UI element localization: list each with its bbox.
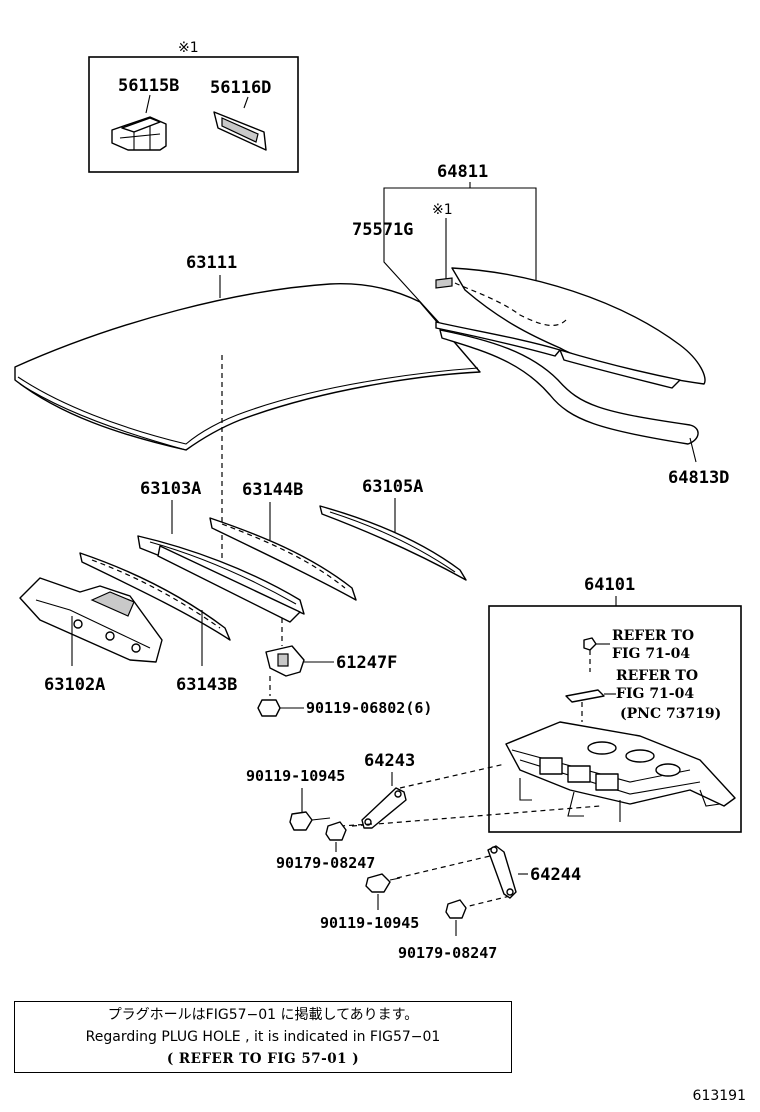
mark-label-glass: ※1 bbox=[432, 202, 453, 218]
ref-2-line-2: FIG 71-04 bbox=[616, 686, 694, 702]
label-56115b: 56115B bbox=[118, 76, 179, 96]
label-63105a: 63105A bbox=[362, 477, 423, 497]
bolt-90119-10945-a: 90119-10945 bbox=[246, 767, 345, 831]
nut-90179-08247-a: 90179-08247 bbox=[276, 821, 375, 872]
label-64811: 64811 bbox=[437, 162, 488, 182]
label-64243: 64243 bbox=[364, 751, 415, 771]
label-63144b: 63144B bbox=[242, 480, 303, 500]
bolt-90119-10945-b: 90119-10945 bbox=[320, 873, 419, 932]
label-63111: 63111 bbox=[186, 253, 237, 273]
label-64813d: 64813D bbox=[668, 468, 729, 488]
figure-number: 613191 bbox=[692, 1088, 746, 1104]
clip-refer-1 bbox=[583, 637, 610, 672]
note-japanese: プラグホールはFIG57−01 に掲載してあります。 bbox=[107, 1007, 419, 1023]
note-refer: ( REFER TO FIG 57-01 ) bbox=[166, 1051, 360, 1067]
ref-1-line-1: REFER TO bbox=[612, 628, 694, 644]
label-90119-06802: 90119-06802(6) bbox=[306, 699, 432, 717]
label-64244: 64244 bbox=[530, 865, 581, 885]
label-75571g: 75571G bbox=[352, 220, 413, 240]
hinge-bracket-64244: 64244 bbox=[487, 845, 581, 899]
clip-refer-2 bbox=[565, 689, 616, 722]
mark-label-top: ※1 bbox=[178, 40, 199, 56]
label-64101: 64101 bbox=[584, 575, 635, 595]
clip-inset: ※1 56115B 56116D bbox=[88, 40, 299, 173]
roof-panel-63111: 63111 bbox=[14, 253, 481, 585]
hinge-bracket-64243: 64243 bbox=[339, 751, 415, 829]
package-tray-64101-illustration bbox=[505, 721, 736, 822]
ref-2-line-1: REFER TO bbox=[616, 668, 698, 684]
front-header-63102a bbox=[19, 577, 163, 666]
back-window-64811: 64811 ※1 75571G 64813D bbox=[352, 162, 729, 488]
label-90119-10945-a: 90119-10945 bbox=[246, 767, 345, 785]
ref-1-line-2: FIG 71-04 bbox=[612, 646, 690, 662]
bracket-61247f: 61247F 90119-06802(6) bbox=[257, 618, 432, 717]
note-english: Regarding PLUG HOLE , it is indicated in… bbox=[85, 1029, 441, 1045]
label-90179-08247-b: 90179-08247 bbox=[398, 944, 497, 962]
ref-2-line-3: (PNC 73719) bbox=[620, 706, 721, 722]
label-63143b: 63143B bbox=[176, 675, 237, 695]
label-90179-08247-a: 90179-08247 bbox=[276, 854, 375, 872]
label-61247f: 61247F bbox=[336, 653, 397, 673]
package-tray-inset: 64101 REFER TO FIG 71-04 REFER TO FIG 71… bbox=[488, 575, 742, 833]
plug-hole-note: プラグホールはFIG57−01 に掲載してあります。 Regarding PLU… bbox=[14, 1001, 512, 1073]
label-63103a: 63103A bbox=[140, 479, 201, 499]
clip-56116d-illustration bbox=[213, 111, 267, 151]
label-56116d: 56116D bbox=[210, 78, 271, 98]
label-63102a: 63102A bbox=[44, 675, 105, 695]
bolt-90119-06802 bbox=[257, 699, 304, 717]
label-90119-10945-b: 90119-10945 bbox=[320, 914, 419, 932]
clip-56115b-illustration bbox=[111, 116, 167, 151]
nut-90179-08247-b: 90179-08247 bbox=[398, 899, 497, 962]
roof-bows: 63103A 63144B 63105A 63143B 63102 bbox=[19, 477, 467, 695]
